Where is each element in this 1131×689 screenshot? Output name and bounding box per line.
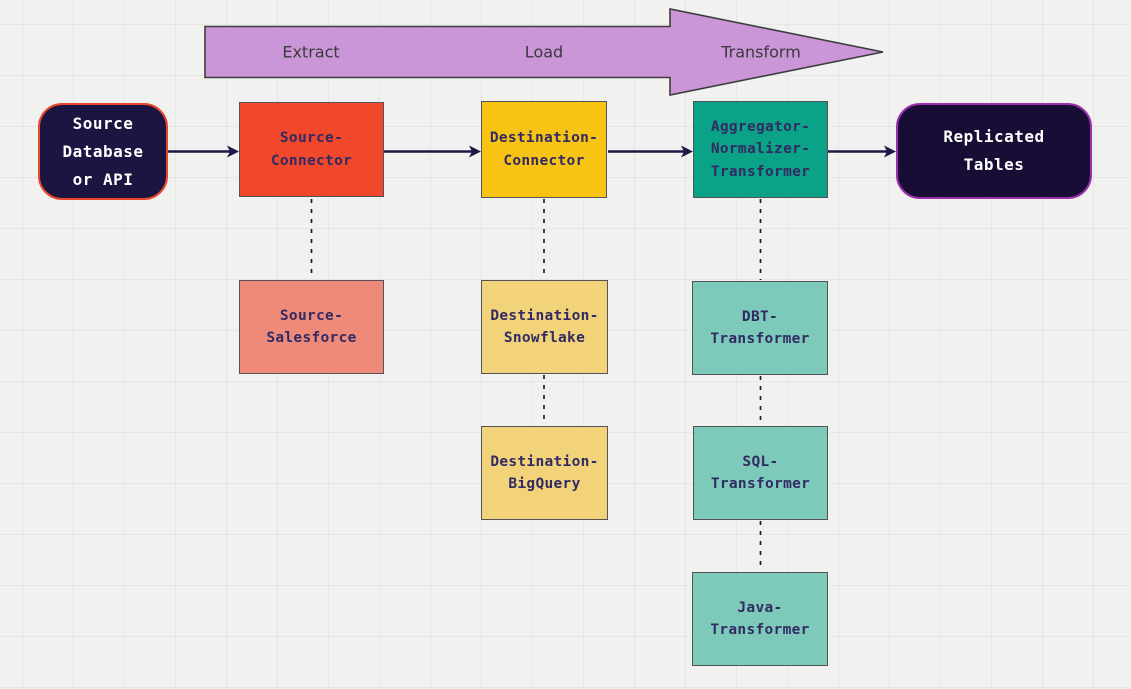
node-dbt-transformer[interactable]: DBT- Transformer	[692, 281, 828, 375]
phase-label-transform: Transform	[721, 42, 801, 62]
phase-arrow-shape[interactable]	[204, 8, 884, 96]
node-source-connector[interactable]: Source- Connector	[239, 102, 384, 197]
phase-label-extract: Extract	[282, 42, 340, 62]
phase-label-load: Load	[524, 42, 564, 62]
node-source-database[interactable]: Source Database or API	[38, 103, 168, 200]
node-aggregator-normalizer-transformer[interactable]: Aggregator- Normalizer- Transformer	[693, 101, 828, 198]
node-source-salesforce[interactable]: Source- Salesforce	[239, 280, 384, 374]
node-destination-connector[interactable]: Destination- Connector	[481, 101, 607, 198]
node-sql-transformer[interactable]: SQL- Transformer	[693, 426, 828, 520]
node-replicated-tables[interactable]: Replicated Tables	[896, 103, 1092, 199]
node-destination-snowflake[interactable]: Destination- Snowflake	[481, 280, 608, 374]
node-destination-bigquery[interactable]: Destination- BigQuery	[481, 426, 608, 520]
node-java-transformer[interactable]: Java- Transformer	[692, 572, 828, 666]
